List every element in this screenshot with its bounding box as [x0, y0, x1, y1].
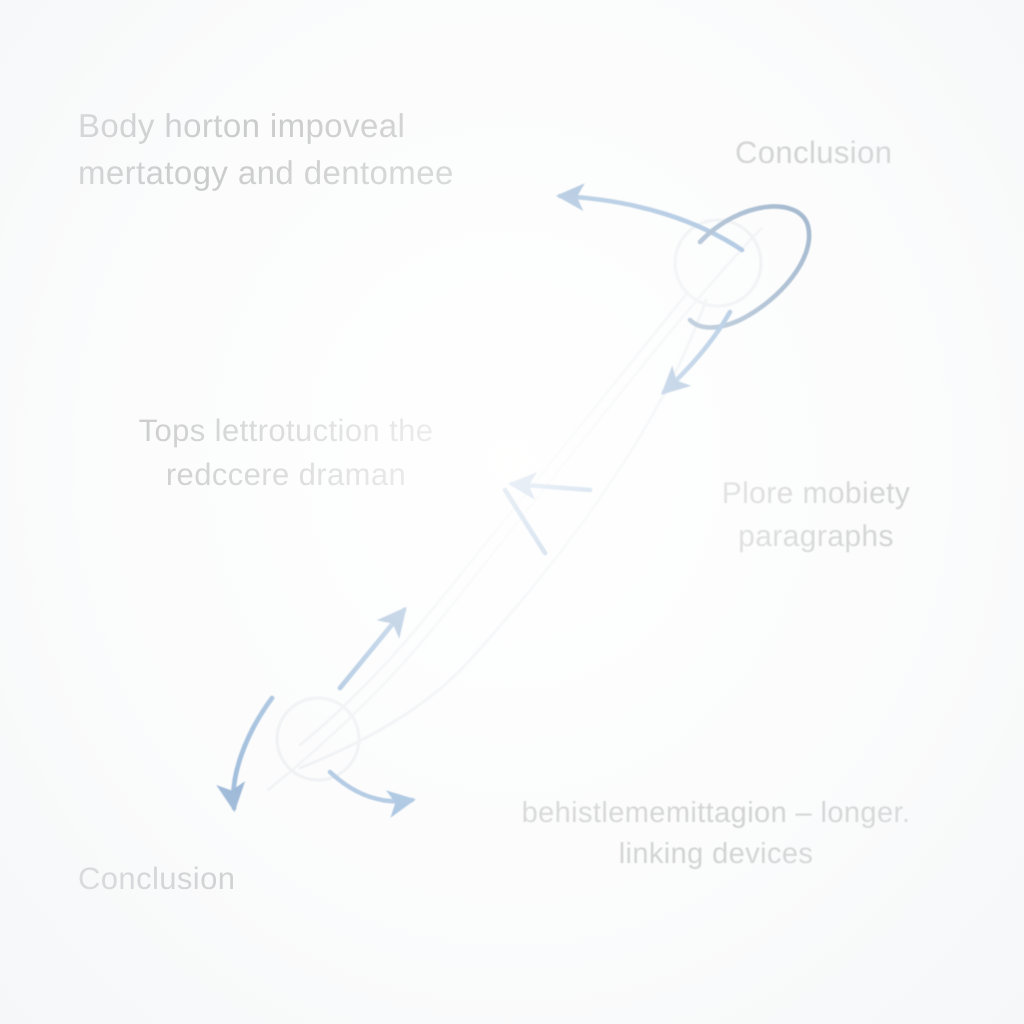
- lower-node-circle: [275, 696, 361, 782]
- label-body-horton: Body horton impoveal mertatogy and dento…: [78, 107, 454, 191]
- arrow-middle-upleft-tail: [502, 487, 548, 556]
- arrow-upper-loop-hook: [687, 204, 812, 330]
- arrow-down-left-from-lower: [216, 695, 275, 813]
- arrow-middle-upleft-stem: [507, 471, 593, 500]
- arrow-to-body-horton: [555, 183, 745, 253]
- label-conclusion-top: Conclusion: [735, 135, 893, 170]
- label-conclusion-bottom: Conclusion: [78, 861, 236, 896]
- connector-inner: [298, 290, 690, 747]
- connector-outer: [298, 298, 708, 770]
- label-behistle: behistlememittagion – longer. linking de…: [521, 797, 911, 871]
- upper-node-circle: [673, 218, 763, 308]
- label-tops-introduction: Tops lettrotuction the redccere draman: [138, 413, 434, 493]
- arrow-right-from-lower: [327, 769, 416, 818]
- label-plore-mobiety: Plore mobiety paragraphs: [721, 477, 911, 553]
